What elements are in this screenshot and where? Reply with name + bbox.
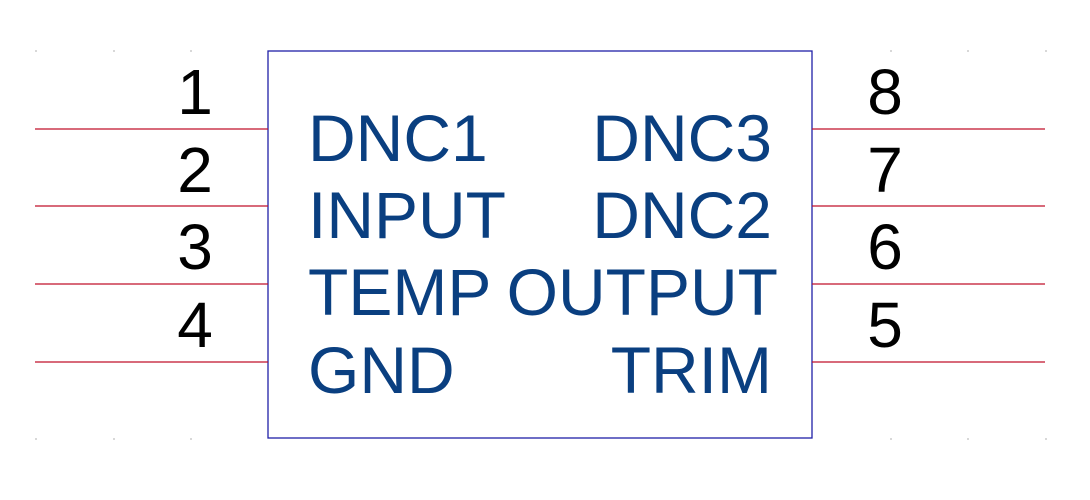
pin-number: 4: [177, 289, 213, 361]
pin-name: DNC3: [592, 101, 772, 175]
pin-number: 3: [177, 211, 213, 283]
grid-dot: [890, 438, 892, 440]
pin-name: TRIM: [611, 333, 772, 407]
grid-dot: [35, 50, 37, 52]
grid-dot: [890, 50, 892, 52]
pin-7[interactable]: 7 DNC2: [592, 134, 1045, 252]
pin-number: 7: [867, 134, 903, 206]
grid-dot: [1045, 50, 1047, 52]
grid-dot: [967, 50, 969, 52]
component-body[interactable]: [267, 50, 813, 439]
grid-dot: [1045, 438, 1047, 440]
pin-4[interactable]: 4 GND: [35, 289, 455, 407]
pin-number: 8: [867, 56, 903, 128]
grid-dot: [35, 438, 37, 440]
grid-dots: [35, 50, 1047, 440]
pin-name: INPUT: [308, 178, 506, 252]
pin-name: OUTPUT: [507, 255, 778, 329]
pin-8[interactable]: 8 DNC3: [592, 56, 1045, 175]
pin-number: 6: [867, 211, 903, 283]
grid-dot: [967, 438, 969, 440]
grid-dot: [190, 438, 192, 440]
pin-1[interactable]: 1 DNC1: [35, 56, 488, 175]
grid-dot: [113, 438, 115, 440]
pin-2[interactable]: 2 INPUT: [35, 134, 506, 252]
pin-number: 2: [177, 134, 213, 206]
pin-5[interactable]: 5 TRIM: [611, 289, 1045, 407]
pin-name: DNC1: [308, 101, 488, 175]
pin-name: DNC2: [592, 178, 772, 252]
pin-number: 5: [867, 289, 903, 361]
pin-name: TEMP: [308, 255, 491, 329]
pin-number: 1: [177, 56, 213, 128]
grid-dot: [190, 50, 192, 52]
grid-dot: [113, 50, 115, 52]
pin-name: GND: [308, 333, 455, 407]
pin-3[interactable]: 3 TEMP: [35, 211, 491, 329]
pin-6[interactable]: 6 OUTPUT: [507, 211, 1045, 329]
